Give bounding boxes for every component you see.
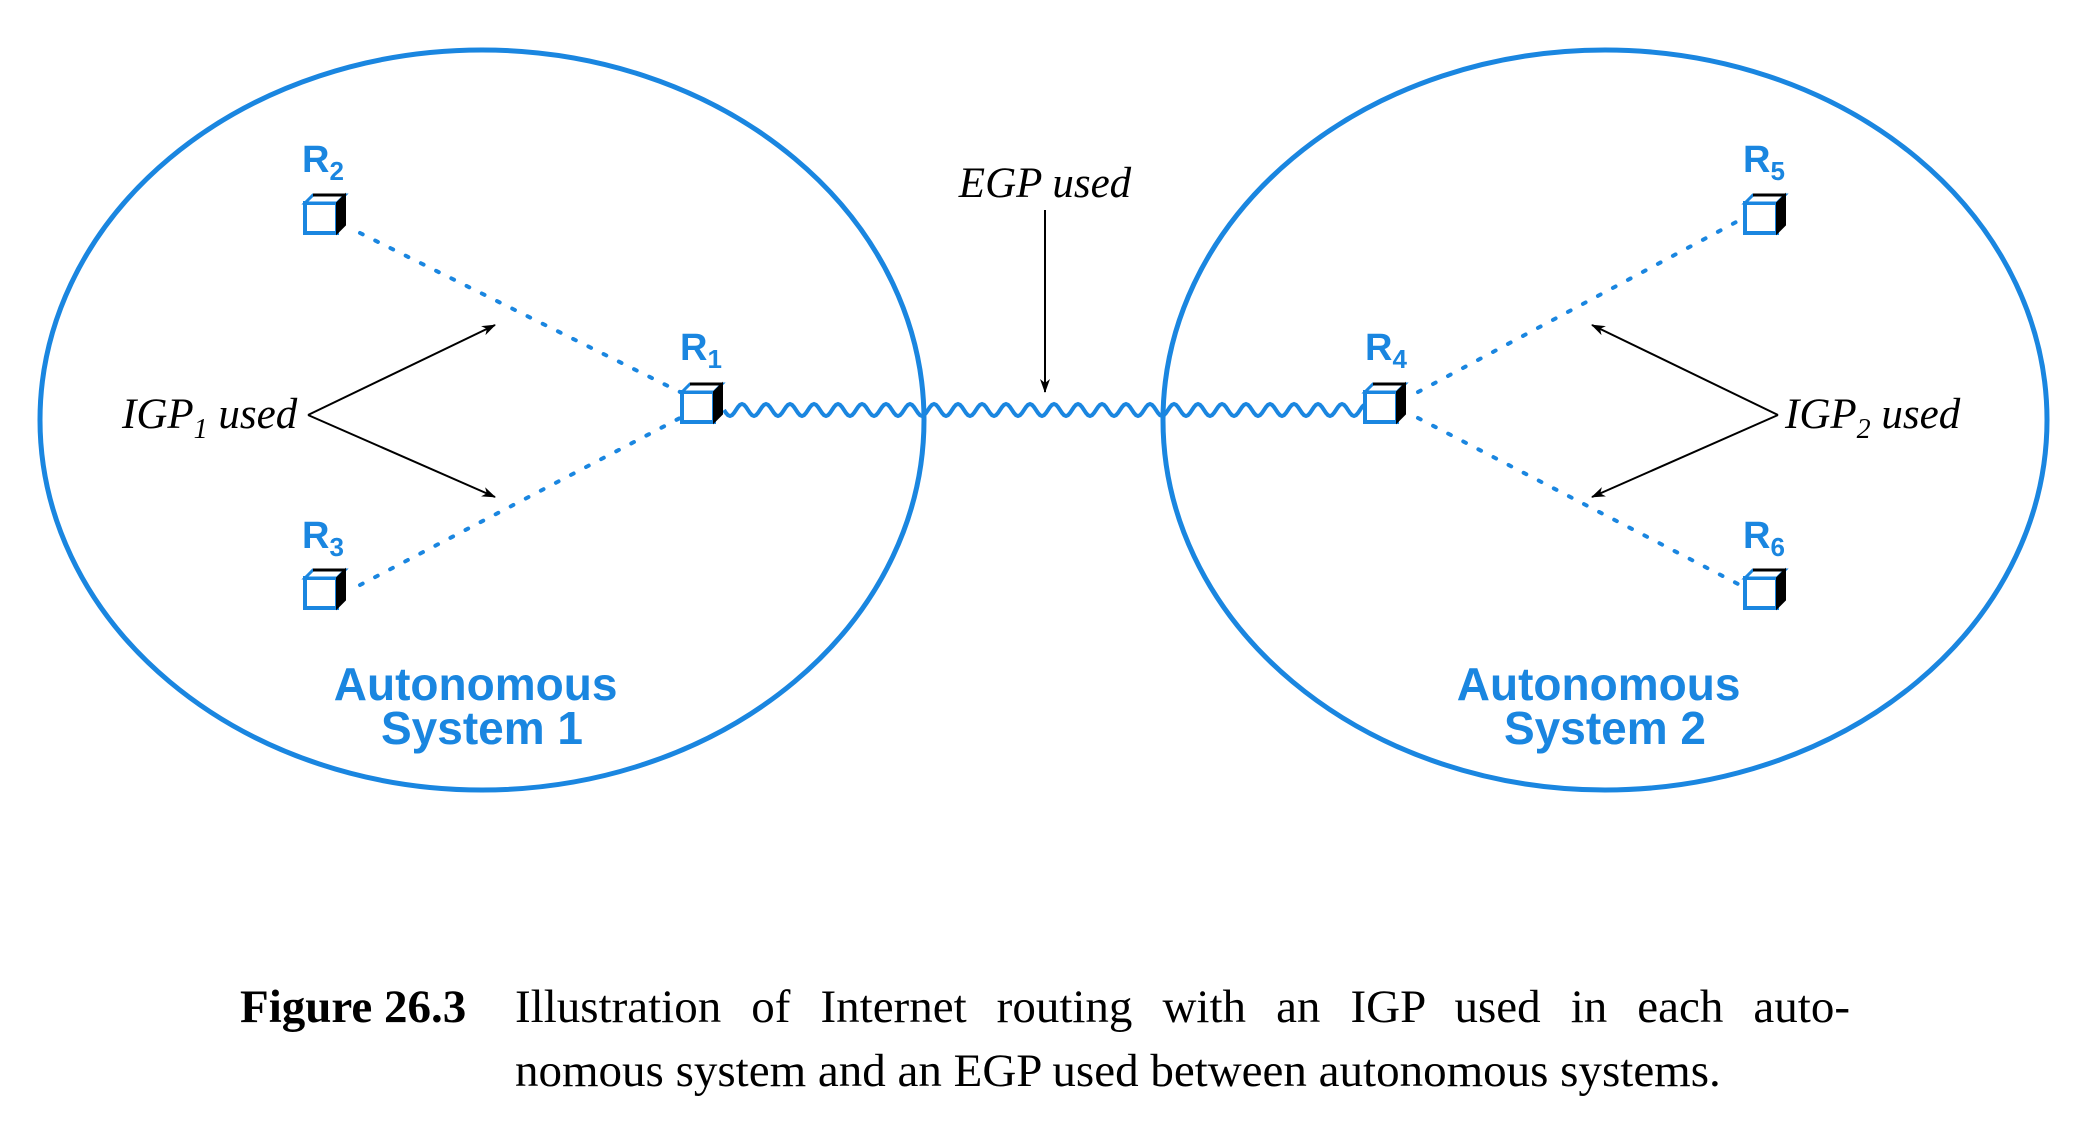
igp-link-r4-r6 <box>1416 416 1742 587</box>
router-label-r6: R6 <box>1743 515 1785 562</box>
igp-link-r3-r1 <box>358 416 682 587</box>
igp-link-r2-r1 <box>358 231 682 394</box>
router-r6-icon <box>1743 568 1787 610</box>
figure-caption: Figure 26.3 Illustration of Internet rou… <box>240 975 1850 1103</box>
router-r2-icon <box>303 193 347 235</box>
caption-line-1: Illustration of Internet routing with an… <box>515 981 1850 1033</box>
autonomous-system-1-label: Autonomous System 1 <box>334 658 630 754</box>
router-r3-icon <box>303 568 347 610</box>
router-label-r1: R1 <box>680 327 722 374</box>
autonomous-system-2-boundary <box>1160 47 2050 793</box>
igp1-used-label: IGP1 used <box>121 391 298 445</box>
igp2-arrow-upper <box>1591 324 1779 416</box>
router-r5-icon <box>1743 193 1787 235</box>
caption-line-2: nomous system and an EGP used between au… <box>515 1045 1721 1097</box>
egp-used-label: EGP used <box>958 160 1132 207</box>
internet-routing-diagram: R2 R3 R1 R4 R5 R6 Autonomous System 1 Au… <box>37 47 2050 793</box>
igp1-arrow-lower <box>307 414 496 498</box>
router-r4-icon <box>1363 382 1407 424</box>
router-label-r3: R3 <box>302 515 344 562</box>
router-r1-icon <box>680 382 724 424</box>
igp2-arrow-lower <box>1591 414 1779 498</box>
igp2-used-label: IGP2 used <box>1784 391 1961 445</box>
autonomous-system-1-boundary <box>37 47 927 793</box>
router-label-r4: R4 <box>1365 327 1407 374</box>
egp-link-r1-r4 <box>722 401 1366 419</box>
igp1-arrow-upper <box>307 324 496 416</box>
autonomous-system-2-label: Autonomous System 2 <box>1457 658 1753 754</box>
figure-number: Figure 26.3 <box>240 981 467 1033</box>
igp-link-r4-r5 <box>1416 218 1742 394</box>
router-label-r5: R5 <box>1743 139 1785 186</box>
router-label-r2: R2 <box>302 139 344 186</box>
